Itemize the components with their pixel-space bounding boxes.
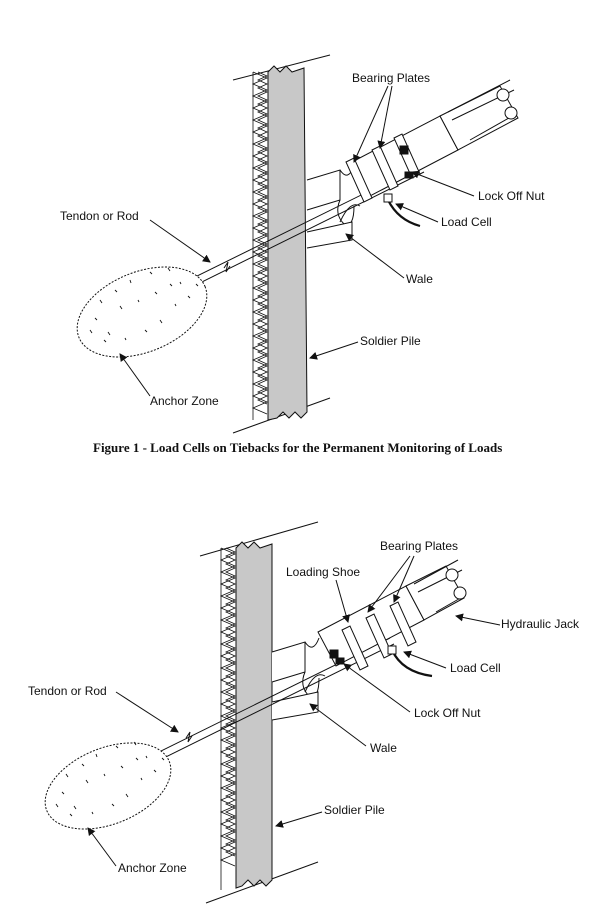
- label-lock-off-nut-2: Lock Off Nut: [414, 706, 481, 720]
- soil-hatch-2: [219, 547, 237, 890]
- soldier-pile-2: [235, 541, 273, 889]
- anchor-zone-1: [76, 266, 208, 358]
- soil-hatch-1: [251, 71, 269, 420]
- load-cell-2: [329, 645, 433, 678]
- label-load-cell-2: Load Cell: [450, 661, 501, 675]
- bearing-plates-2: [341, 601, 417, 671]
- break-line-top-1: [232, 54, 331, 81]
- label-lock-off-nut-1: Lock Off Nut: [478, 189, 545, 203]
- label-bearing-plates-2: Bearing Plates: [380, 539, 458, 553]
- figure-2: [44, 521, 467, 904]
- soldier-pile-1: [267, 65, 308, 421]
- label-tendon-2: Tendon or Rod: [28, 684, 107, 698]
- anchor-zone-2: [44, 742, 172, 830]
- anchor-zone-speckle-1: [89, 267, 199, 343]
- label-anchor-zone-2: Anchor Zone: [118, 861, 187, 875]
- anchor-zone-speckle-2: [55, 741, 165, 817]
- break-line-top-2: [199, 521, 319, 557]
- wale-2: [271, 637, 326, 721]
- anchor-head-1: [351, 79, 519, 197]
- figure-1-caption: Figure 1 - Load Cells on Tiebacks for th…: [93, 440, 502, 455]
- rod-break-2: [185, 731, 193, 743]
- bearing-plates-1: [345, 133, 421, 203]
- label-soldier-pile-2: Soldier Pile: [324, 803, 385, 817]
- leaders-1: [119, 85, 475, 397]
- label-tendon-1: Tendon or Rod: [60, 209, 139, 223]
- wale-1: [306, 165, 361, 249]
- label-load-cell-1: Load Cell: [441, 215, 492, 229]
- leaders-2: [87, 555, 501, 867]
- label-anchor-zone-1: Anchor Zone: [150, 394, 219, 408]
- break-line-bottom-1: [232, 397, 331, 434]
- label-soldier-pile-1: Soldier Pile: [360, 334, 421, 348]
- label-wale-1: Wale: [406, 272, 433, 286]
- figure-1: [76, 54, 519, 434]
- label-loading-shoe-2: Loading Shoe: [286, 565, 360, 579]
- label-bearing-plates-1: Bearing Plates: [352, 71, 430, 85]
- label-hydraulic-jack-2: Hydraulic Jack: [501, 617, 580, 631]
- label-wale-2: Wale: [370, 741, 397, 755]
- rod-break-1: [223, 261, 231, 273]
